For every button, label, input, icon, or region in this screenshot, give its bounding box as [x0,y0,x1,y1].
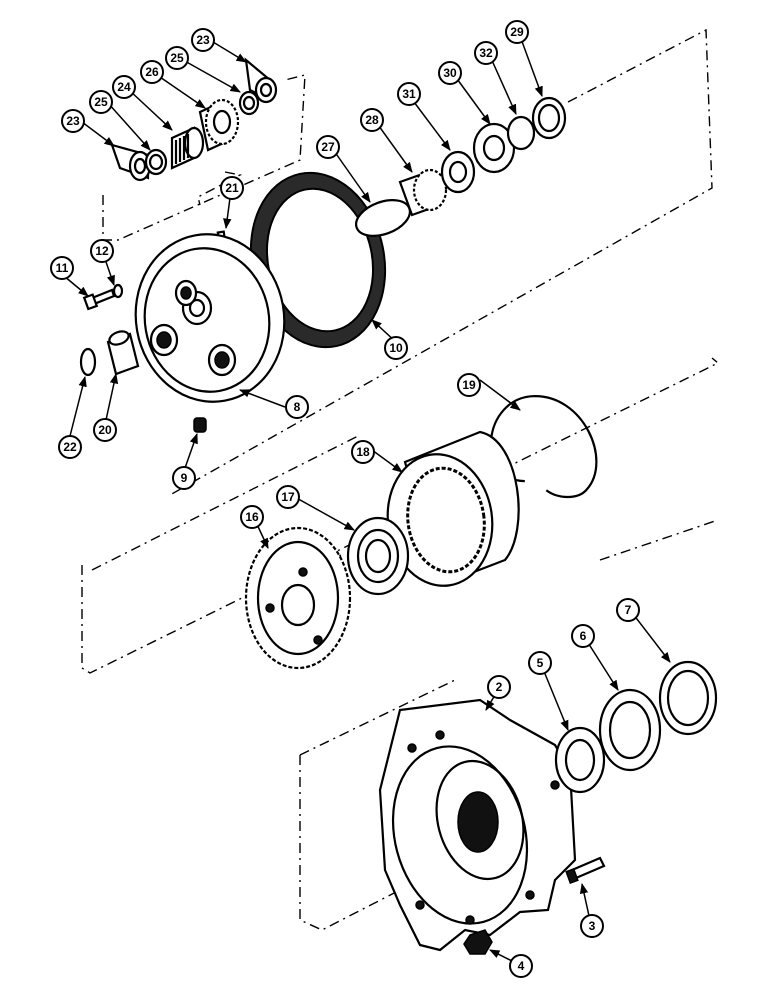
friction-disc-10 [249,171,387,349]
callout-10: 10 [384,336,408,360]
callout-23-lower: 23 [61,109,85,133]
callout-28: 28 [360,108,384,132]
callout-12: 12 [90,239,114,263]
planet-gear-26 [198,98,240,152]
svg-text:25: 25 [170,51,184,65]
callout-24: 24 [112,75,136,99]
callout-18: 18 [351,440,375,464]
svg-text:27: 27 [321,140,335,154]
seal-7 [658,660,718,736]
ring-gear-18 [386,430,520,587]
svg-text:11: 11 [56,261,69,275]
svg-text:23: 23 [66,114,80,128]
callout-26: 26 [140,60,164,84]
svg-text:17: 17 [281,490,295,504]
callout-16: 16 [240,505,264,529]
svg-text:3: 3 [589,919,596,933]
callout-17: 17 [276,485,300,509]
planet-carrier-8 [134,233,286,403]
nut-31 [440,150,476,194]
svg-text:9: 9 [181,471,188,485]
svg-text:28: 28 [365,113,379,127]
callout-19: 19 [457,373,481,397]
planet-pin-20 [106,330,140,376]
svg-text:7: 7 [625,603,632,617]
svg-text:26: 26 [145,65,159,79]
callout-21: 21 [220,176,244,200]
bearing-cup-6 [598,688,662,772]
thrust-washer-25-lower [144,148,168,176]
tab-washer-23-lower [110,143,152,182]
svg-text:8: 8 [294,400,301,414]
callout-27: 27 [316,135,340,159]
seal-29 [531,96,567,140]
svg-text:30: 30 [443,66,457,80]
svg-text:31: 31 [402,87,416,101]
svg-text:21: 21 [225,181,239,195]
callout-6: 6 [571,624,595,648]
svg-text:18: 18 [356,445,370,459]
carrier-hub-16 [244,526,352,670]
svg-text:25: 25 [94,95,108,109]
svg-text:10: 10 [389,341,403,355]
snap-ring-22 [79,347,97,377]
svg-text:22: 22 [63,440,77,454]
callout-3: 3 [580,914,604,938]
callout-25-upper: 25 [165,46,189,70]
callout-29: 29 [505,20,529,44]
needle-bearing-24 [170,126,205,170]
bearing-17 [346,516,410,596]
spacer-ring-32 [506,115,536,151]
callout-31: 31 [397,82,421,106]
thrust-washer-25-upper [238,90,260,116]
bearing-5 [554,726,606,794]
svg-text:20: 20 [98,423,112,437]
callout-23-upper: 23 [191,28,215,52]
svg-text:29: 29 [510,25,524,39]
callout-22: 22 [58,435,82,459]
svg-text:5: 5 [537,656,544,670]
callout-5: 5 [528,651,552,675]
callout-7: 7 [616,598,640,622]
washer-30 [472,122,516,174]
callout-20: 20 [93,418,117,442]
callout-25-lower: 25 [89,90,113,114]
svg-text:2: 2 [496,680,503,694]
leader-lines [63,35,671,966]
svg-text:16: 16 [245,510,259,524]
callout-30: 30 [438,61,462,85]
svg-text:4: 4 [518,959,525,973]
assembly-guide-lines [81,28,720,931]
svg-text:32: 32 [479,46,493,60]
svg-text:24: 24 [117,80,131,94]
callout-2: 2 [487,675,511,699]
callout-9: 9 [172,466,196,490]
tab-washer-23-upper [244,57,278,104]
svg-text:6: 6 [580,629,587,643]
lock-washer-12 [112,283,124,299]
callout-11: 11 [50,256,74,280]
callout-4: 4 [509,954,533,978]
wheel-nut-4 [463,929,493,955]
wheel-stud-3 [565,856,606,884]
svg-text:12: 12 [95,244,109,258]
sun-gear-28 [398,168,448,217]
svg-text:23: 23 [196,33,210,47]
bolt-11 [82,288,116,311]
svg-text:19: 19 [462,378,476,392]
axle-housing-2 [378,698,577,952]
callout-32: 32 [474,41,498,65]
set-screw-9 [193,417,207,433]
callout-8: 8 [285,395,309,419]
